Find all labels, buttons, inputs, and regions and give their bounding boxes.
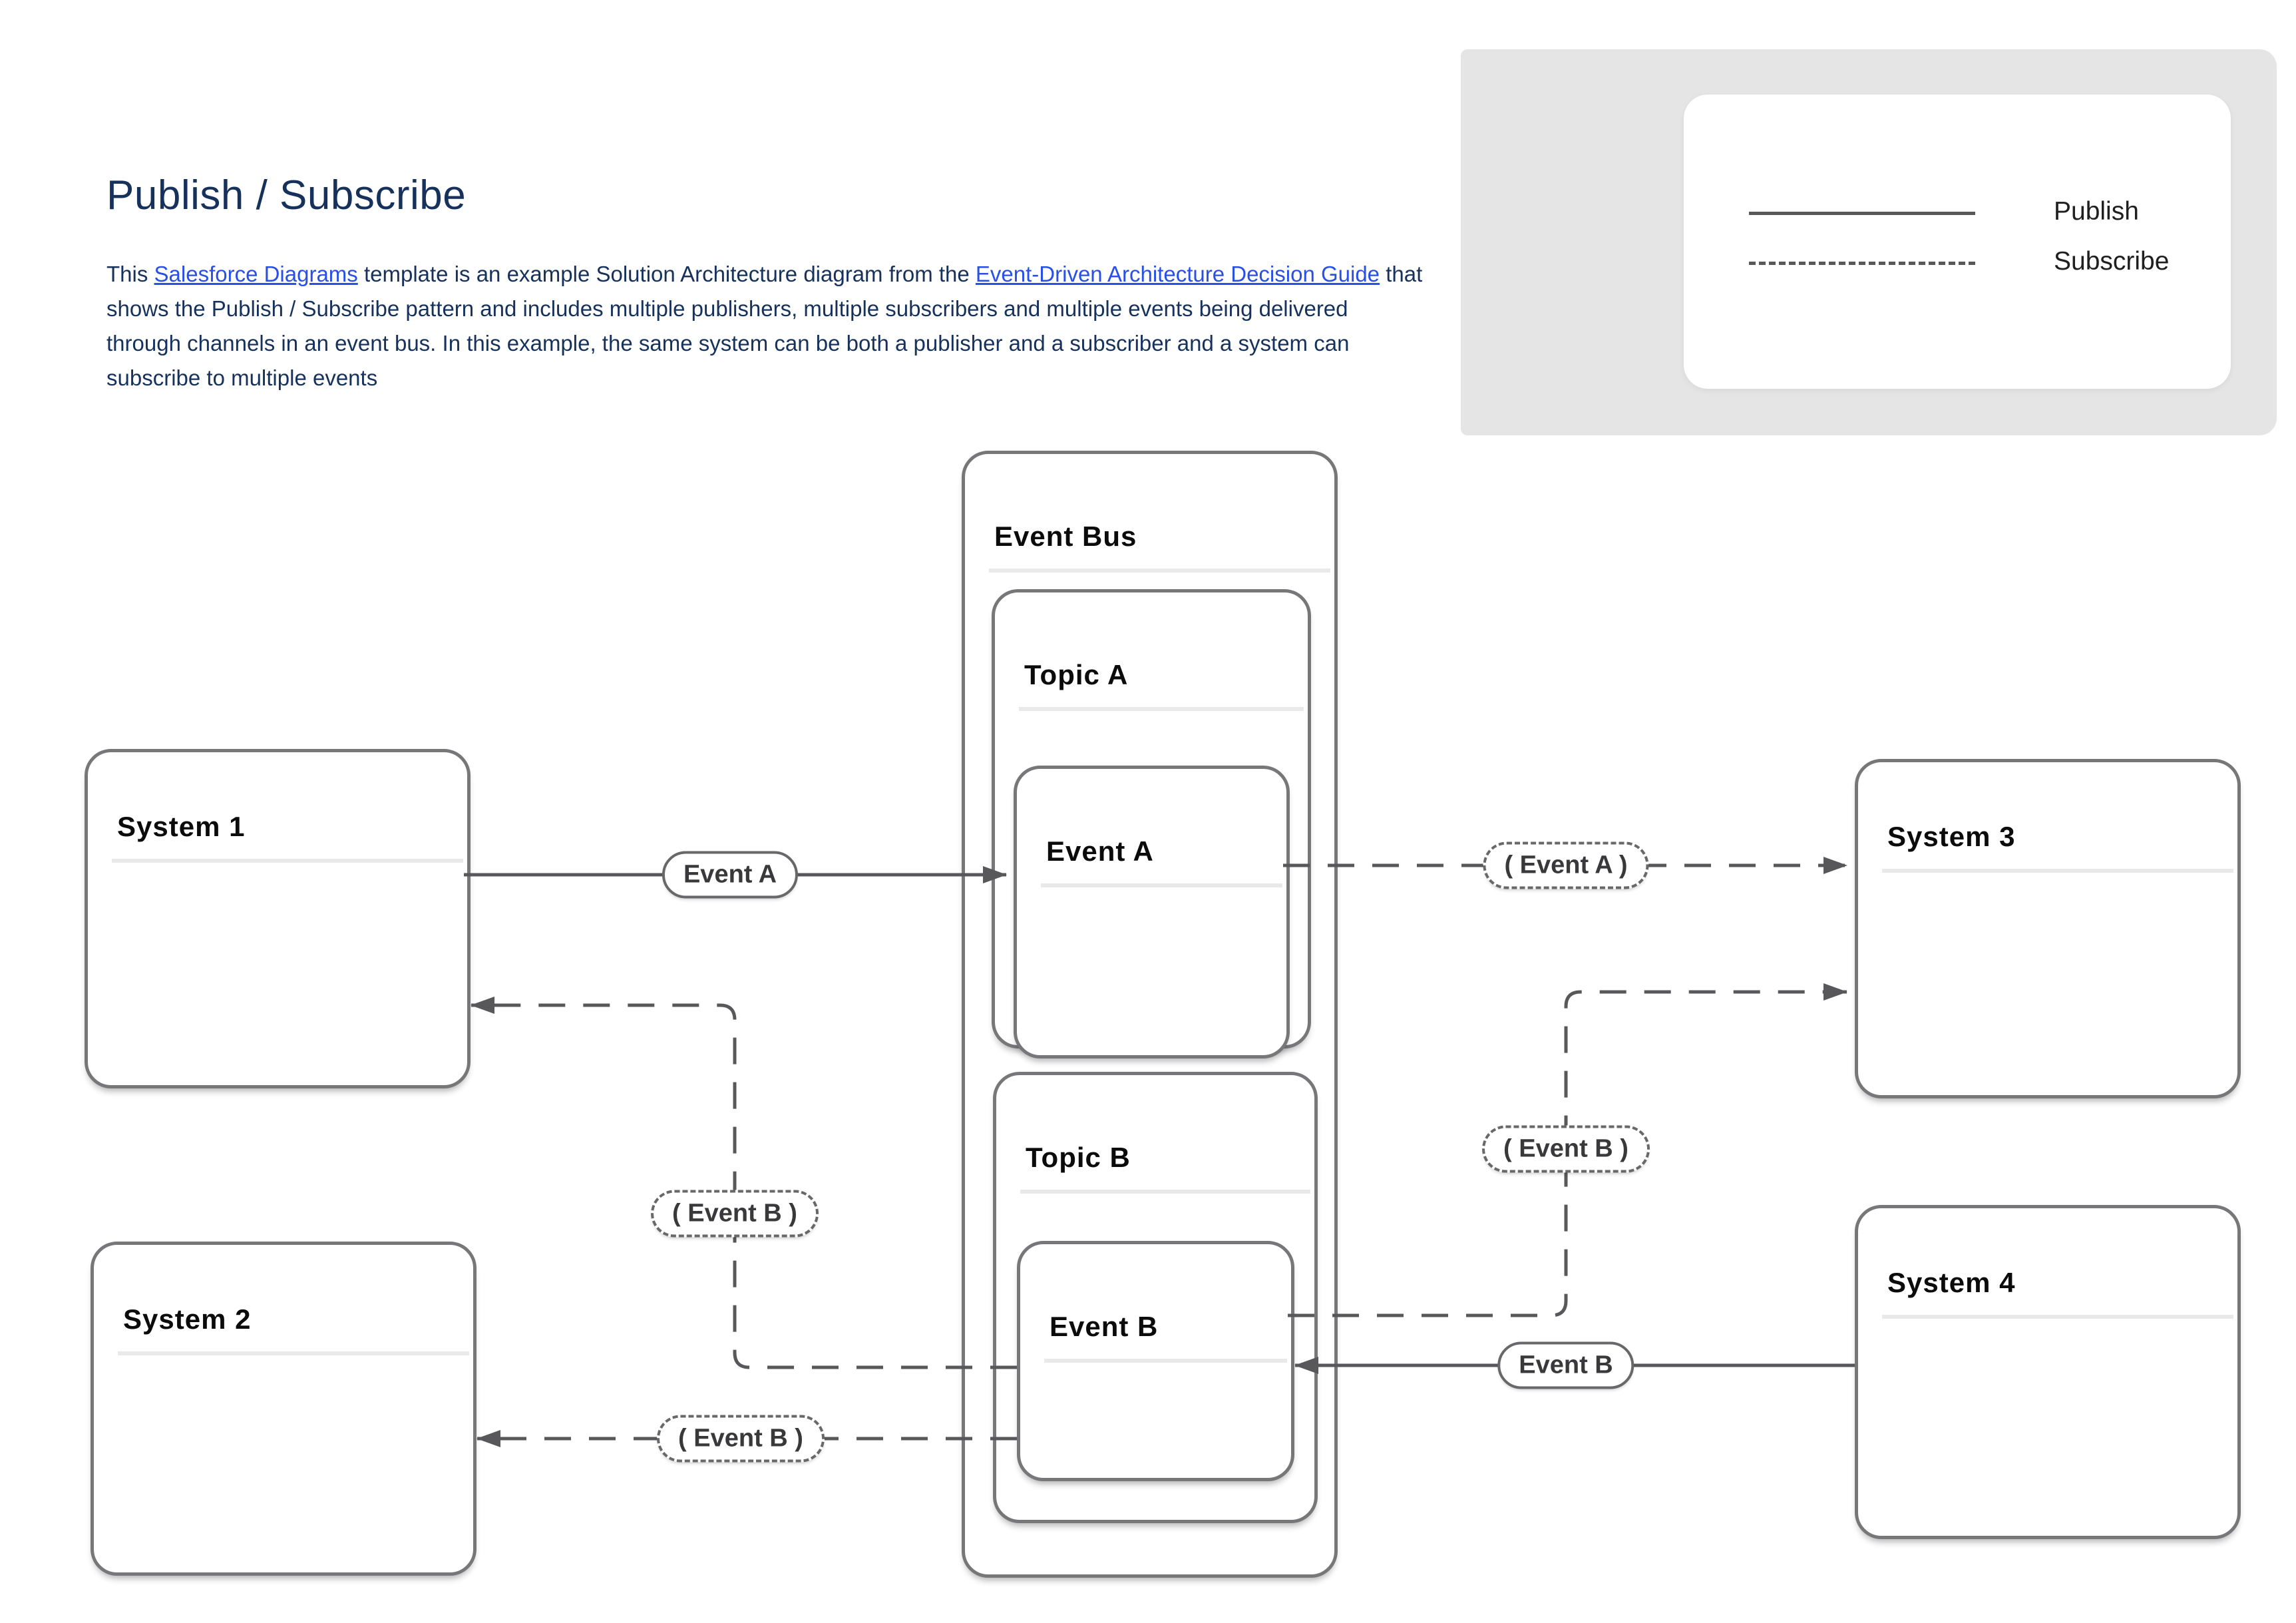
intro-paragraph: This Salesforce Diagrams template is an …: [106, 257, 1428, 395]
legend: Publish Subscribe: [1684, 95, 2231, 389]
divider: [1044, 1359, 1287, 1363]
divider: [1882, 1315, 2233, 1319]
system-4-title: System 4: [1887, 1267, 2016, 1298]
system-2-box: System 2: [91, 1242, 477, 1576]
system-3-box: System 3: [1855, 759, 2241, 1098]
subscribe-arrow-event-b-to-system1: [471, 997, 1017, 1369]
intro-text: that shows the Publish / Subscribe patte…: [106, 262, 1423, 390]
divider: [989, 569, 1330, 573]
system-1-title: System 1: [117, 811, 246, 842]
topic-a-title: Topic A: [1024, 659, 1129, 690]
event-b-box: Event B: [1017, 1241, 1294, 1481]
salesforce-diagrams-link[interactable]: Salesforce Diagrams: [154, 262, 358, 286]
system-1-box: System 1: [85, 749, 471, 1088]
divider: [1041, 883, 1282, 887]
system-2-title: System 2: [123, 1303, 252, 1335]
divider: [112, 859, 463, 863]
event-b-subscribe-pill-left: ( Event B ): [657, 1415, 825, 1463]
event-a-publish-pill: Event A: [662, 851, 799, 899]
topic-b-title: Topic B: [1026, 1142, 1131, 1173]
event-a-title: Event A: [1046, 835, 1154, 867]
event-b-publish-pill: Event B: [1497, 1341, 1634, 1389]
system-3-title: System 3: [1887, 821, 2016, 852]
event-bus-title: Event Bus: [994, 521, 1137, 552]
intro-text: template is an example Solution Architec…: [357, 262, 976, 286]
divider: [1020, 1190, 1310, 1194]
divider: [118, 1351, 469, 1355]
legend-subscribe-line-sample: [1749, 262, 1975, 265]
event-a-subscribe-pill: ( Event A ): [1483, 841, 1649, 889]
event-a-box: Event A: [1014, 766, 1290, 1058]
event-b-title: Event B: [1050, 1311, 1159, 1342]
legend-subscribe-label: Subscribe: [2054, 247, 2170, 276]
intro-text: This: [106, 262, 154, 286]
divider: [1882, 869, 2233, 873]
event-driven-guide-link[interactable]: Event-Driven Architecture Decision Guide: [975, 262, 1380, 286]
event-b-subscribe-pill-right: ( Event B ): [1482, 1125, 1650, 1173]
legend-publish-line-sample: [1749, 212, 1975, 215]
legend-publish-label: Publish: [2054, 197, 2139, 226]
divider: [1019, 707, 1304, 711]
page-title: Publish / Subscribe: [106, 172, 467, 218]
event-b-subscribe-pill-middle: ( Event B ): [651, 1190, 819, 1238]
system-4-box: System 4: [1855, 1205, 2241, 1539]
